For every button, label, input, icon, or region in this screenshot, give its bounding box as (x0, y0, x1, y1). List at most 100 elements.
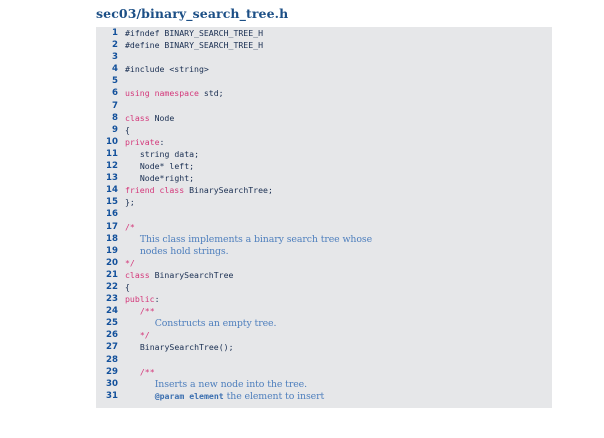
code-token: Node*right; (139, 173, 195, 184)
keyword-token: class (125, 112, 155, 123)
line-number: 8 (112, 112, 118, 123)
keyword-token: /* (125, 221, 135, 232)
code-line: 5 (96, 75, 552, 87)
code-source: /** (140, 366, 155, 378)
line-number: 22 (106, 281, 118, 292)
line-number: 27 (106, 342, 118, 353)
code-line: 8 class Node (96, 112, 552, 124)
line-number: 17 (106, 221, 118, 232)
code-source: @param element the element to insert (154, 390, 325, 403)
code-token: string data; (139, 148, 199, 159)
line-number: 24 (106, 306, 118, 317)
line-number: 16 (106, 209, 118, 220)
code-token: #define BINARY_SEARCH_TREE_H (125, 40, 264, 51)
line-number: 29 (106, 366, 118, 377)
line-number: 3 (112, 52, 118, 63)
line-number: 14 (106, 185, 118, 196)
code-source: string data; (140, 148, 199, 160)
code-source: BinarySearchTree(); (140, 341, 234, 353)
code-line: 31 @param element the element to insert (96, 390, 552, 402)
code-line: 30 Inserts a new node into the tree. (96, 378, 552, 390)
code-token: Node (154, 112, 175, 123)
code-source: { (125, 281, 130, 293)
line-number: 11 (106, 148, 118, 159)
line-number: 12 (106, 161, 118, 172)
comment-text: nodes hold strings. (139, 245, 229, 257)
line-number: 31 (106, 390, 118, 401)
line-number: 5 (112, 76, 118, 87)
code-line: 4 #include <string> (96, 63, 552, 75)
code-line: 2#define BINARY_SEARCH_TREE_H (96, 39, 552, 51)
code-line: 21 class BinarySearchTree (96, 269, 552, 281)
code-source: #ifndef BINARY_SEARCH_TREE_H (125, 27, 263, 39)
code-token: BinarySearchTree; (189, 185, 273, 196)
code-line: 3 (96, 51, 552, 63)
line-number: 19 (106, 245, 118, 256)
code-token: : (159, 136, 165, 147)
line-number: 25 (106, 318, 118, 329)
code-line: 9{ (96, 124, 552, 136)
code-token: { (125, 281, 130, 292)
line-number: 9 (112, 124, 118, 135)
code-token: : (154, 294, 160, 305)
keyword-token: friend class (125, 185, 190, 196)
listing-title: sec03/binary_search_tree.h (96, 6, 289, 21)
code-line: 7 (96, 100, 552, 112)
code-source: class Node (125, 112, 174, 124)
code-line: 11 string data; (96, 148, 552, 160)
code-line: 14 friend class BinarySearchTree; (96, 184, 552, 196)
line-number: 6 (112, 88, 118, 99)
code-source: #include <string> (125, 63, 209, 75)
code-source: }; (125, 196, 135, 208)
code-line: 23 public: (96, 293, 552, 305)
comment-text: Inserts a new node into the tree. (154, 378, 307, 390)
code-source: */ (140, 329, 150, 341)
code-token: BinarySearchTree (154, 269, 234, 280)
code-line: 28 (96, 354, 552, 366)
code-token: #ifndef BINARY_SEARCH_TREE_H (125, 28, 264, 38)
line-number: 21 (106, 269, 118, 280)
code-token: }; (125, 197, 135, 208)
code-line: 6 using namespace std; (96, 87, 552, 99)
code-source: Node* left; (140, 160, 194, 172)
line-number: 1 (112, 28, 118, 38)
line-number: 20 (106, 257, 118, 268)
code-token: { (125, 124, 130, 135)
code-source: Node*right; (140, 172, 194, 184)
javadoc-tag: @param element (154, 390, 224, 401)
code-source: friend class BinarySearchTree; (125, 184, 273, 196)
code-line: 24/** (96, 305, 552, 317)
keyword-token: */ (125, 257, 135, 268)
code-line: 17 /* (96, 221, 552, 233)
keyword-token: private (125, 136, 160, 147)
code-source: Inserts a new node into the tree. (155, 378, 307, 391)
line-number: 4 (112, 64, 118, 75)
code-token: Node* left; (139, 161, 195, 172)
keyword-token: /** (139, 366, 155, 377)
line-number: 30 (106, 378, 118, 389)
code-line: 25 Constructs an empty tree. (96, 317, 552, 329)
code-line: 12 Node* left; (96, 160, 552, 172)
keyword-token: using namespace (125, 88, 204, 99)
code-source: This class implements a binary search tr… (140, 233, 372, 246)
keyword-token: public (125, 294, 155, 305)
code-source: using namespace std; (125, 87, 224, 99)
code-source: Constructs an empty tree. (155, 317, 277, 330)
line-number: 28 (106, 354, 118, 365)
line-number: 13 (106, 173, 118, 184)
code-line: 13 Node*right; (96, 172, 552, 184)
code-line: 20 */ (96, 257, 552, 269)
line-number: 23 (106, 294, 118, 305)
code-source: { (125, 124, 130, 136)
comment-text: This class implements a binary search tr… (139, 233, 373, 245)
line-number: 15 (106, 197, 118, 208)
keyword-token: */ (139, 330, 150, 341)
code-line: 22 { (96, 281, 552, 293)
code-source: class BinarySearchTree (125, 269, 233, 281)
code-line: 16 (96, 208, 552, 220)
comment-text: the element to insert (223, 390, 325, 402)
